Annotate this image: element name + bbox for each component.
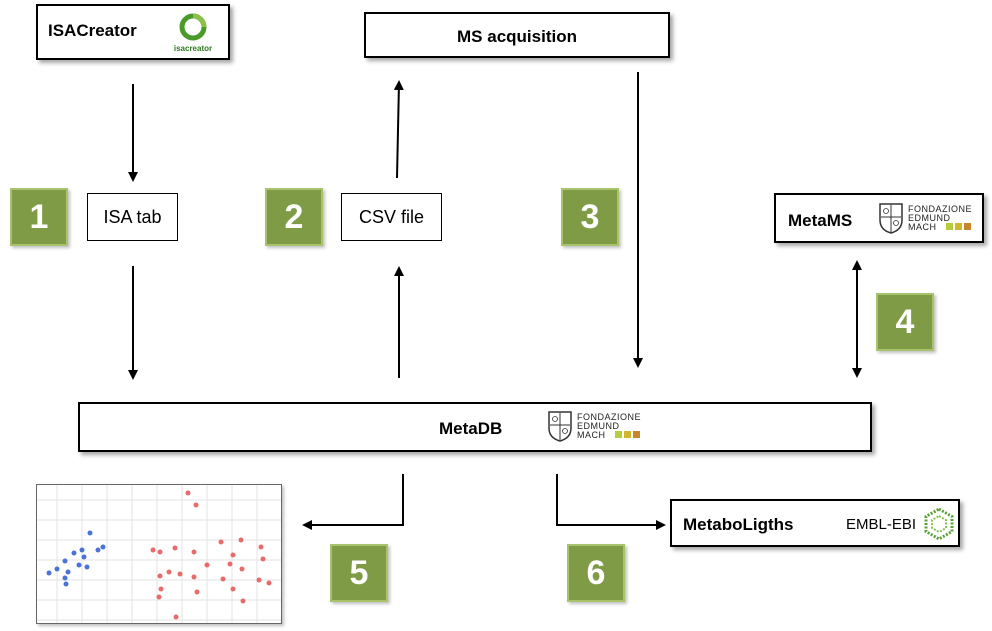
fem-square-1 [945, 222, 953, 230]
fem-logo-metams: FONDAZIONE EDMUND MACH [878, 202, 973, 234]
csv-file-label: CSV file [358, 207, 425, 227]
embl-ebi-label: EMBL-EBI [846, 516, 917, 533]
fem-line2: EDMUND [577, 420, 620, 431]
arrow-csv-to-ms [393, 80, 404, 179]
fem-line3: MACH [908, 221, 937, 232]
step-badge-3: 3 [561, 188, 619, 246]
isa-tab-label: ISA tab [103, 207, 162, 227]
metams-label: MetaMS [788, 211, 853, 230]
arrow-metadb-to-metabolights [556, 474, 666, 530]
metadb-label: MetaDB [439, 419, 503, 438]
metadb-box: MetaDB FONDAZIONE EDMUND MACH [78, 402, 872, 452]
pca-scatter-plot [36, 484, 282, 624]
metams-box: MetaMS FONDAZIONE EDMUND MACH [774, 193, 984, 243]
arrow-metadb-to-plot [302, 474, 404, 530]
step-badge-4: 4 [876, 293, 934, 351]
isacreator-label: ISACreator [48, 21, 137, 40]
fem-crest-icon [548, 411, 572, 442]
fem-line2: EDMUND [908, 212, 951, 223]
metabolights-label: MetaboLigths [683, 515, 794, 534]
step-badge-6: 6 [567, 544, 625, 602]
isacreator-box: ISACreator isacreator [36, 4, 230, 60]
fem-line3: MACH [577, 429, 606, 440]
isa-tab-box: ISA tab [87, 193, 178, 241]
isacreator-ring-icon [179, 13, 207, 41]
fem-square-2 [954, 222, 962, 230]
step-badge-2: 2 [265, 188, 323, 246]
step-badge-5: 5 [330, 544, 388, 602]
ms-acquisition-label: MS acquisition [457, 27, 577, 46]
fem-square-2 [623, 430, 631, 438]
blue-cluster [46, 530, 106, 587]
fem-line3-row: MACH [908, 221, 973, 232]
csv-file-box: CSV file [341, 193, 442, 241]
red-cluster [150, 490, 272, 620]
fem-logo-metadb: FONDAZIONE EDMUND MACH [547, 410, 642, 442]
fem-square-3 [963, 222, 971, 230]
fem-line1: FONDAZIONE [908, 203, 973, 214]
ms-acquisition-box: MS acquisition [364, 12, 670, 58]
embl-ebi-hex-icon [924, 507, 954, 541]
isacreator-logo: isacreator [170, 11, 216, 55]
fem-crest-icon [879, 203, 903, 234]
isacreator-logo-text: isacreator [173, 44, 213, 53]
metabolights-box: MetaboLigths EMBL-EBI [670, 499, 960, 547]
step-badge-1: 1 [10, 188, 68, 246]
fem-line3-row: MACH [577, 429, 642, 440]
fem-square-1 [614, 430, 622, 438]
fem-square-3 [632, 430, 640, 438]
fem-line1: FONDAZIONE [577, 411, 642, 422]
scatter-plot-svg [37, 485, 281, 623]
